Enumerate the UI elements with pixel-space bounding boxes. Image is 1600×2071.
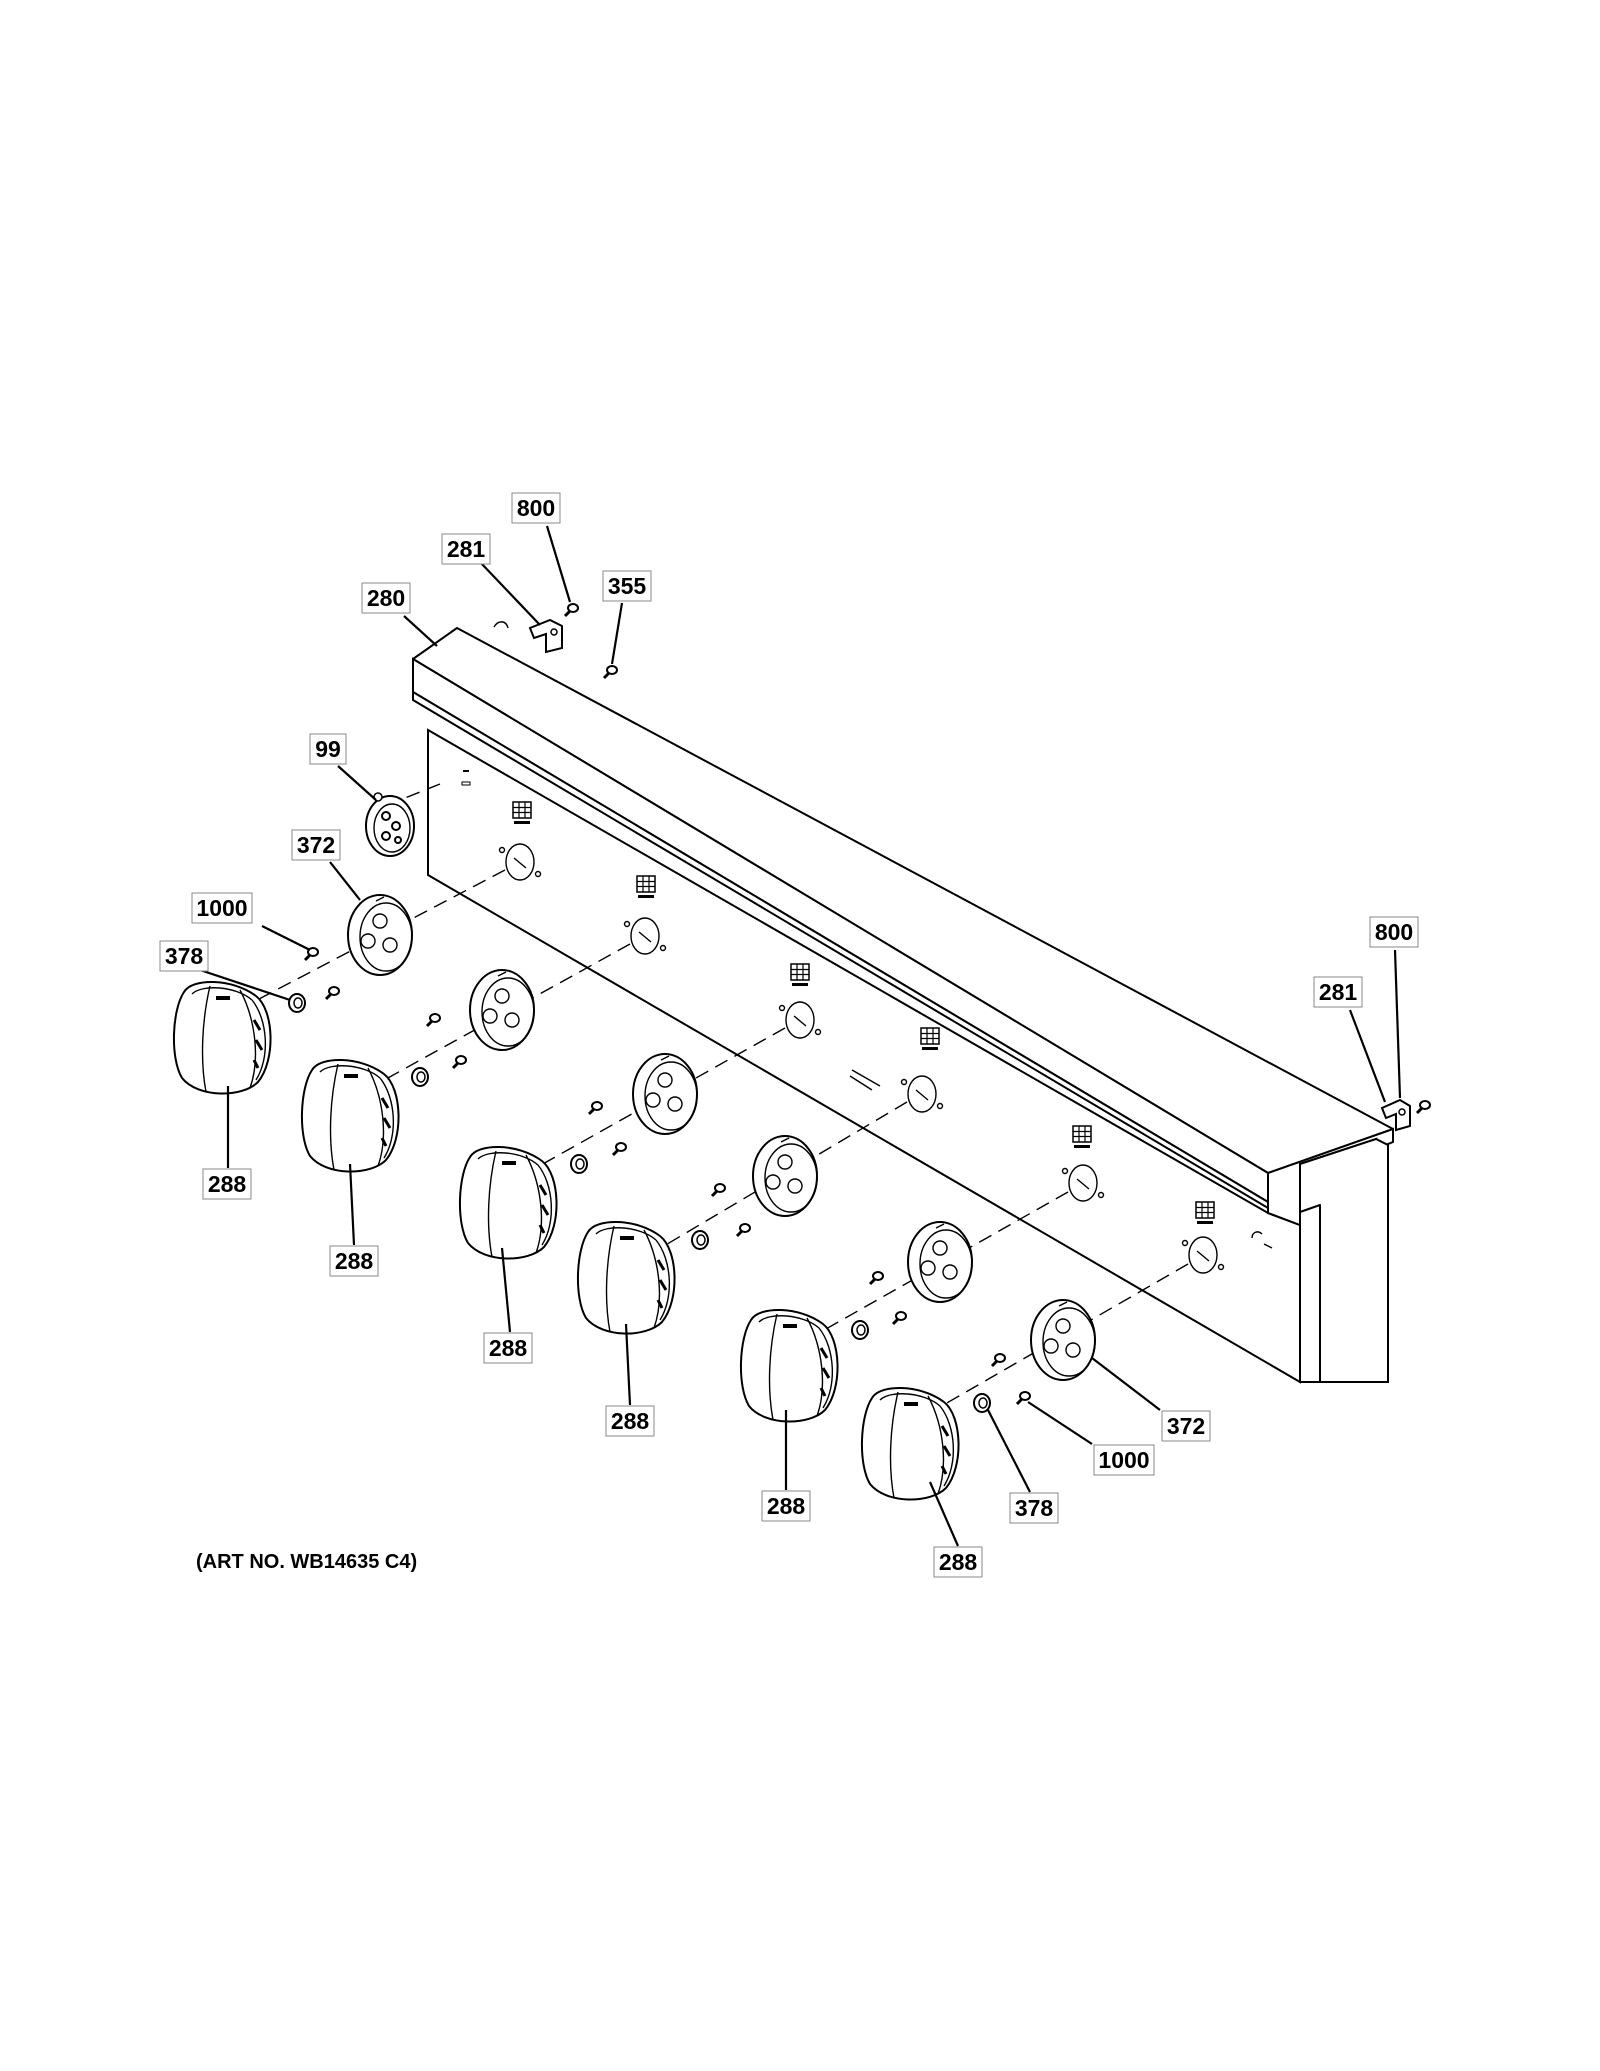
mounting-brackets — [528, 618, 1411, 1132]
callout-1000-left: 1000 — [191, 892, 253, 924]
svg-text:800: 800 — [517, 495, 555, 521]
svg-text:288: 288 — [208, 1171, 247, 1197]
panel-knob-holes — [461, 770, 1273, 1274]
art-number-caption: (ART NO. WB14635 C4) — [196, 1551, 418, 1573]
callout-281-top: 281 — [441, 533, 491, 565]
svg-text:378: 378 — [165, 943, 204, 969]
callout-372-right: 372 — [1161, 1410, 1211, 1442]
svg-text:372: 372 — [297, 832, 335, 858]
callout-288-2: 288 — [329, 1245, 379, 1277]
svg-text:288: 288 — [489, 1335, 528, 1361]
svg-text:281: 281 — [447, 536, 486, 562]
svg-text:1000: 1000 — [1098, 1447, 1149, 1473]
svg-text:288: 288 — [335, 1248, 374, 1274]
callout-800-top: 800 — [511, 492, 561, 524]
display-module — [365, 792, 415, 857]
callout-355: 355 — [602, 570, 652, 602]
svg-text:800: 800 — [1375, 919, 1413, 945]
callout-288-4: 288 — [605, 1405, 655, 1437]
leader-lines — [199, 525, 1402, 1547]
svg-text:288: 288 — [611, 1408, 650, 1434]
callout-378-right: 378 — [1009, 1492, 1059, 1524]
callout-288-6: 288 — [933, 1546, 983, 1578]
callout-288-1: 288 — [202, 1168, 252, 1200]
callout-288-5: 288 — [761, 1490, 811, 1522]
svg-text:378: 378 — [1015, 1495, 1054, 1521]
svg-text:281: 281 — [1319, 979, 1358, 1005]
svg-text:372: 372 — [1167, 1413, 1205, 1439]
svg-text:355: 355 — [608, 573, 647, 599]
svg-text:280: 280 — [367, 585, 405, 611]
callout-372-left: 372 — [291, 829, 341, 861]
svg-text:288: 288 — [939, 1549, 978, 1575]
svg-text:1000: 1000 — [196, 895, 247, 921]
callout-281-right: 281 — [1313, 976, 1363, 1008]
svg-text:288: 288 — [767, 1493, 806, 1519]
callout-1000-right: 1000 — [1093, 1444, 1155, 1476]
svg-text:99: 99 — [315, 736, 341, 762]
callout-288-3: 288 — [483, 1332, 533, 1364]
callout-378-left: 378 — [159, 940, 209, 972]
control-panel-housing — [412, 621, 1394, 1384]
callout-280: 280 — [361, 582, 411, 614]
callout-99: 99 — [309, 733, 347, 765]
callout-800-right: 800 — [1369, 916, 1419, 948]
